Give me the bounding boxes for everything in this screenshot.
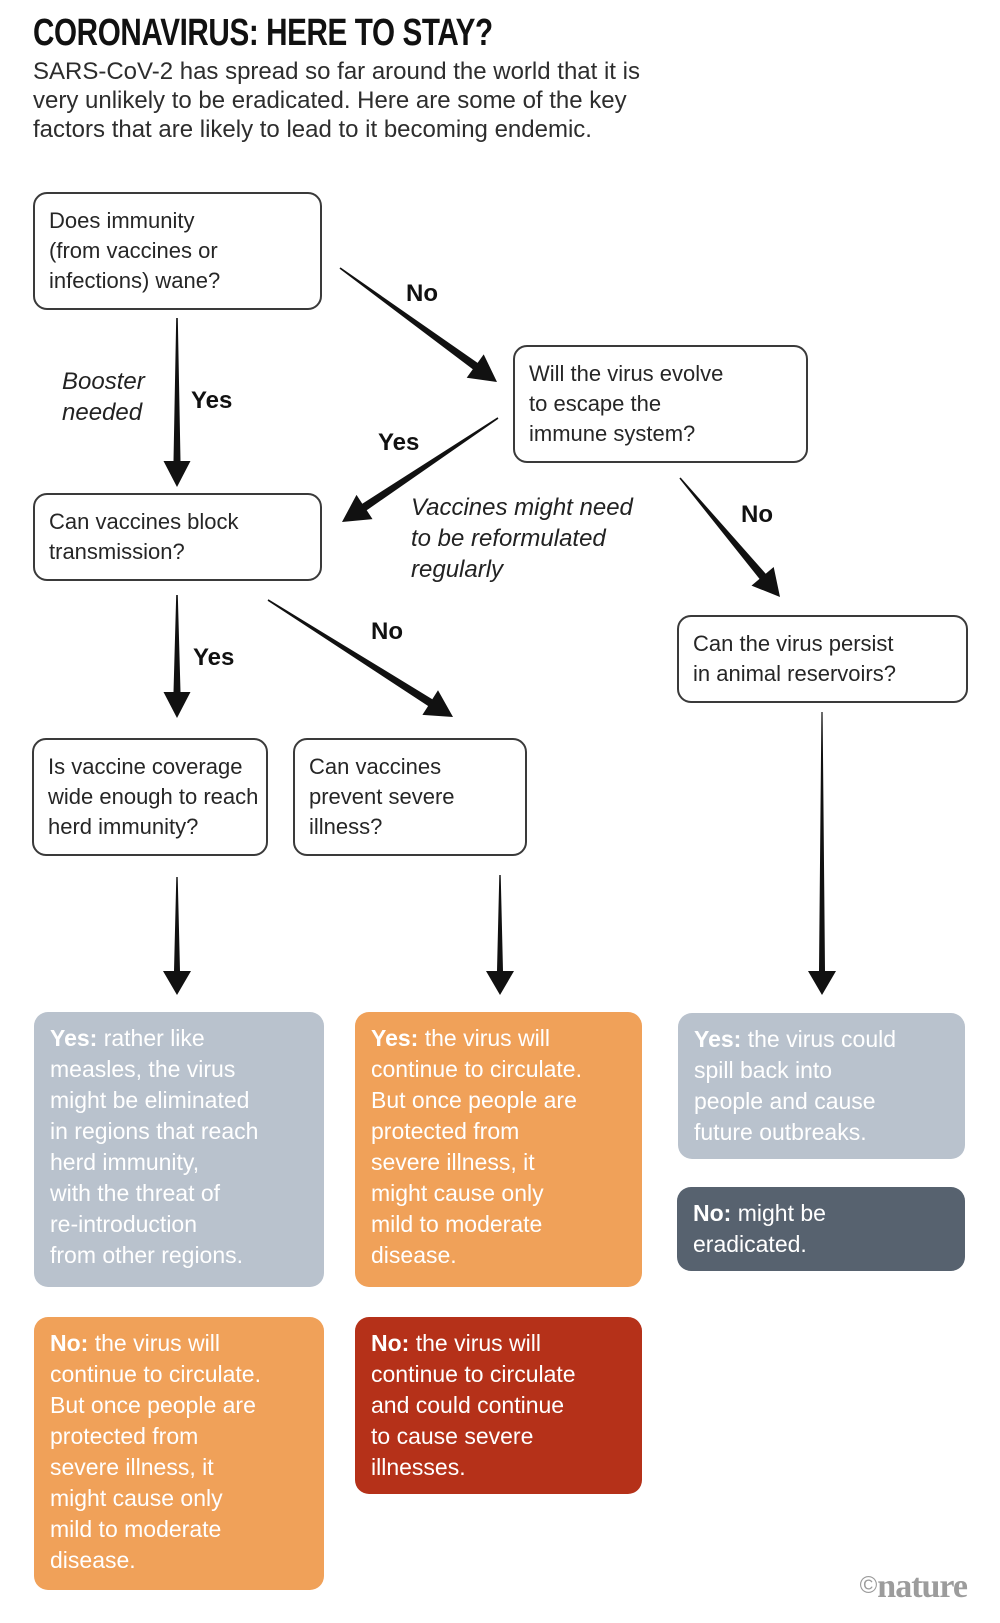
note-booster-needed: Booster needed <box>62 368 145 426</box>
question-immunity-wane: Does immunity (from vaccines or infectio… <box>33 192 322 310</box>
question-virus-evolve: Will the virus evolve to escape the immu… <box>513 345 808 463</box>
outcome-prefix: Yes: <box>694 1026 742 1052</box>
nature-logo: nature <box>877 1568 968 1605</box>
outcome-reservoir-no: No: might be eradicated. <box>677 1187 965 1271</box>
page-subtitle: SARS-CoV-2 has spread so far around the … <box>33 58 640 143</box>
outcome-prefix: Yes: <box>371 1025 419 1051</box>
label-transmission-yes: Yes <box>193 644 235 671</box>
outcome-coverage-yes: Yes: rather like measles, the virus migh… <box>34 1012 324 1287</box>
outcome-severe-yes: Yes: the virus will continue to circulat… <box>355 1012 642 1287</box>
label-evolve-yes: Yes <box>378 429 420 456</box>
label-evolve-no: No <box>741 501 773 528</box>
note-reformulate: Vaccines might need to be reformulated r… <box>411 494 633 583</box>
arrow-severe-down <box>486 875 514 995</box>
arrow-coverage-down <box>163 877 191 995</box>
page-title: CORONAVIRUS: HERE TO STAY? <box>33 12 493 54</box>
arrow-evolve-no <box>679 477 780 597</box>
outcome-text: the virus will continue to circulate. Bu… <box>50 1330 261 1573</box>
outcome-prefix: Yes: <box>50 1025 98 1051</box>
outcome-text: the virus will continue to circulate and… <box>371 1330 576 1480</box>
outcome-prefix: No: <box>371 1330 410 1356</box>
arrow-transmission-yes <box>163 595 191 718</box>
question-block-transmission: Can vaccines block transmission? <box>33 493 322 581</box>
label-transmission-no: No <box>371 618 403 645</box>
outcome-prefix: No: <box>693 1200 732 1226</box>
outcome-text: might be eradicated. <box>693 1200 826 1257</box>
arrow-transmission-no <box>267 599 453 717</box>
question-animal-reservoirs: Can the virus persist in animal reservoi… <box>677 615 968 703</box>
label-wane-no: No <box>406 280 438 307</box>
outcome-text: the virus will continue to circulate. Bu… <box>371 1025 582 1268</box>
outcome-text: the virus could spill back into people a… <box>694 1026 897 1145</box>
arrow-reservoir-down <box>808 712 836 995</box>
question-prevent-severe: Can vaccines prevent severe illness? <box>293 738 527 856</box>
outcome-reservoir-yes: Yes: the virus could spill back into peo… <box>678 1013 965 1159</box>
outcome-severe-no: No: the virus will continue to circulate… <box>355 1317 642 1494</box>
outcome-coverage-no: No: the virus will continue to circulate… <box>34 1317 324 1590</box>
arrow-wane-yes <box>163 318 191 487</box>
outcome-prefix: No: <box>50 1330 89 1356</box>
nature-credit: ©nature <box>859 1568 968 1606</box>
label-wane-yes: Yes <box>191 387 233 414</box>
copyright-icon: © <box>859 1572 878 1599</box>
question-vaccine-coverage: Is vaccine coverage wide enough to reach… <box>32 738 268 856</box>
outcome-text: rather like measles, the virus might be … <box>50 1025 259 1268</box>
